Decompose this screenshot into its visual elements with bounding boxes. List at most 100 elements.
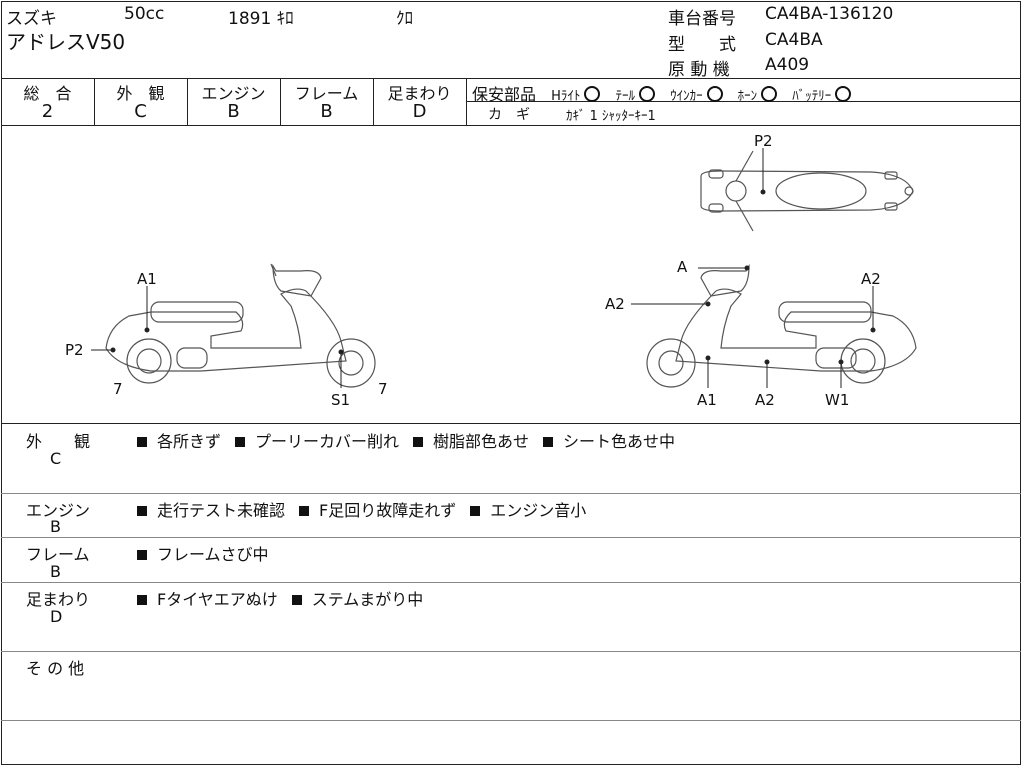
grade-sep-3 <box>280 78 281 125</box>
ok-circle-icon <box>835 86 852 102</box>
ok-circle-icon <box>761 86 778 102</box>
grades-divider <box>1 125 1021 126</box>
mileage: 1891 ｷﾛ <box>228 9 294 29</box>
remark-grade-frame: B <box>50 562 61 581</box>
remark-label-frame: フレーム <box>26 545 90 564</box>
diagram-divider <box>1 423 1021 424</box>
bullet-square-icon <box>137 437 147 447</box>
remark-grade-suspension: D <box>50 607 63 626</box>
engine-value: A409 <box>765 55 810 75</box>
label-left-7b: 7 <box>378 380 388 398</box>
bullet-square-icon <box>291 595 302 605</box>
label-right-a2-bottom: A2 <box>755 391 775 409</box>
remark-label-other: そ の 他 <box>26 659 85 678</box>
ok-circle-icon <box>638 86 655 102</box>
remark-item: ステムまがり中 <box>311 590 424 609</box>
label-left-s1: S1 <box>331 391 350 409</box>
key-value: ｶｷﾞ 1 ｼｬｯﾀｰｷｰ1 <box>566 109 656 124</box>
remark-divider-3 <box>1 582 1021 583</box>
safety-horn-label: ﾎｰﾝ <box>737 89 758 104</box>
header-divider <box>1 78 1021 79</box>
bullet-square-icon <box>413 437 424 447</box>
displacement: 50cc <box>124 4 165 24</box>
safety-item-winker: ｳｲﾝｶｰ <box>670 85 723 104</box>
bullet-square-icon <box>137 595 147 605</box>
bullet-square-icon <box>543 437 554 447</box>
safety-item-battery: ﾊﾞｯﾃﾘｰ <box>792 85 852 104</box>
grade-engine-value: B <box>227 101 240 122</box>
color: ｸﾛ <box>396 9 413 29</box>
remark-items-exterior: 各所きず プーリーカバー削れ 樹脂部色あせ シート色あせ中 <box>137 428 689 452</box>
grade-exterior-value: C <box>134 101 147 122</box>
grade-exterior-label: 外 観 <box>116 84 165 103</box>
remark-item: シート色あせ中 <box>563 432 676 451</box>
label-right-w1: W1 <box>825 391 849 409</box>
scooter-left-view <box>105 263 376 388</box>
label-top-p2: P2 <box>754 132 773 150</box>
scooter-top-view <box>700 150 914 232</box>
remark-items-engine: 走行テスト未確認 F足回り故障走れず エンジン音小 <box>137 497 600 521</box>
remark-divider-5 <box>1 720 1021 721</box>
grade-engine-label: エンジン <box>201 84 266 103</box>
key-label: カ ギ <box>488 107 530 123</box>
remark-label-engine: エンジン <box>26 501 91 520</box>
grade-overall-label: 総 合 <box>23 84 72 103</box>
label-left-7a: 7 <box>113 380 123 398</box>
safety-battery-label: ﾊﾞｯﾃﾘｰ <box>792 89 832 104</box>
model-name: アドレスV50 <box>6 30 126 54</box>
grade-sep-4 <box>373 78 374 125</box>
grade-overall-value: 2 <box>41 101 54 122</box>
bullet-square-icon <box>299 506 310 516</box>
remark-item: エンジン音小 <box>490 501 587 520</box>
ok-circle-icon <box>706 86 723 102</box>
bullet-square-icon <box>137 506 147 516</box>
label-left-p2: P2 <box>65 341 84 359</box>
remark-item: 走行テスト未確認 <box>157 501 286 520</box>
scooter-diagram: P2 A1 P2 7 S1 7 A A2 A2 A1 A2 W1 <box>65 132 917 409</box>
remark-item: 樹脂部色あせ <box>433 432 530 451</box>
bullet-square-icon <box>137 550 147 560</box>
label-right-a2-rear: A2 <box>861 270 881 288</box>
label-left-a1: A1 <box>137 270 157 288</box>
frame-no-value: CA4BA-136120 <box>765 4 894 24</box>
grade-suspension-value: D <box>412 101 427 122</box>
grade-sep-5 <box>466 78 467 125</box>
safety-winker-label: ｳｲﾝｶｰ <box>670 89 703 104</box>
safety-tail-label: ﾃｰﾙ <box>615 89 635 104</box>
remark-item: Fタイヤエアぬけ <box>157 590 278 609</box>
remark-items-frame: フレームさび中 <box>137 541 283 565</box>
remark-item: フレームさび中 <box>157 545 269 564</box>
safety-row: 保安部品 Hﾗｲﾄ ﾃｰﾙ ｳｲﾝｶｰ ﾎｰﾝ ﾊﾞｯﾃﾘｰ <box>472 81 861 105</box>
safety-item-headlight: Hﾗｲﾄ <box>551 85 601 104</box>
engine-label: 原 動 機 <box>668 60 730 80</box>
remark-grade-exterior: C <box>50 449 62 468</box>
remark-divider-2 <box>1 537 1021 538</box>
bullet-square-icon <box>235 437 246 447</box>
type-value: CA4BA <box>765 30 823 50</box>
remark-label-suspension: 足まわり <box>26 590 91 609</box>
remark-item: F足回り故障走れず <box>319 501 457 520</box>
remark-grade-engine: B <box>50 517 61 536</box>
grade-suspension-label: 足まわり <box>387 84 452 103</box>
frame-no-label: 車台番号 <box>668 9 736 29</box>
label-right-a1-bottom: A1 <box>697 391 717 409</box>
remark-label-exterior: 外 観 <box>26 432 91 451</box>
grade-frame-label: フレーム <box>294 84 359 103</box>
remark-divider-4 <box>1 651 1021 652</box>
remark-item: プーリーカバー削れ <box>255 432 400 451</box>
safety-title: 保安部品 <box>472 85 537 104</box>
grade-sep-1 <box>94 78 95 125</box>
safety-item-tail: ﾃｰﾙ <box>615 85 655 104</box>
safety-headlight-label: Hﾗｲﾄ <box>551 89 581 104</box>
safety-item-horn: ﾎｰﾝ <box>738 85 778 104</box>
remark-item: 各所きず <box>157 432 222 451</box>
remark-items-suspension: Fタイヤエアぬけ ステムまがり中 <box>137 586 437 610</box>
maker: スズキ <box>6 9 57 29</box>
label-right-a2-top: A2 <box>605 295 625 313</box>
grade-sep-2 <box>187 78 188 125</box>
remark-divider-1 <box>1 493 1021 494</box>
type-label: 型 式 <box>668 35 736 55</box>
safety-divider <box>467 101 1021 102</box>
bullet-square-icon <box>470 506 481 516</box>
